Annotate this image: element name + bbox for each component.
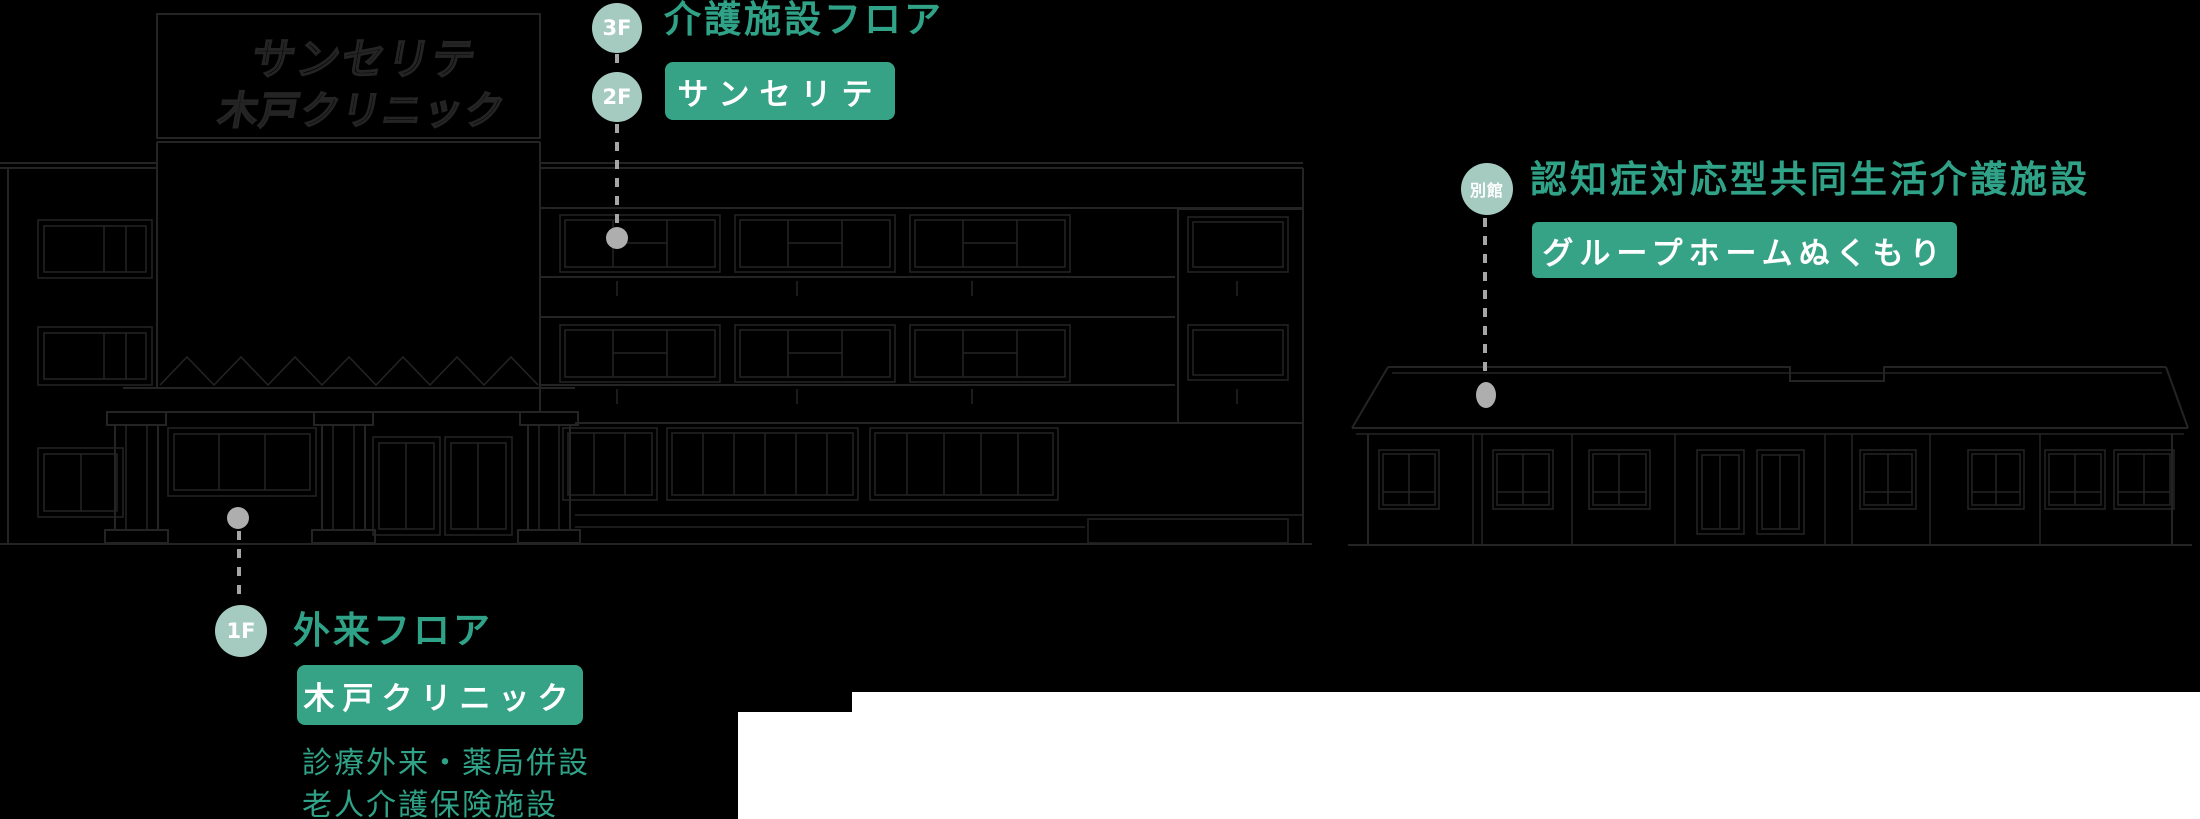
floor-badge-1f-label: 1F: [226, 619, 256, 643]
floor-badge-2f-label: 2F: [602, 85, 632, 109]
sign-text-line2: 木戸クリニック: [215, 89, 510, 134]
care-facility-badge-label: サンセリテ: [677, 76, 883, 113]
outpatient-note-1: 診療外来・薬局併設: [302, 746, 590, 781]
second-floor-windows: [559, 324, 1071, 383]
annex-facility-badge-label: グループホームぬくもり: [1542, 235, 1947, 272]
outpatient-facility-badge: 木戸クリニック: [297, 665, 583, 725]
third-floor-windows: [559, 214, 1071, 273]
care-floor-title: 介護施設フロア: [664, 0, 944, 41]
connector-care-floor: [606, 54, 628, 249]
connector-outpatient: [227, 507, 249, 601]
entrance-glazing: [167, 427, 513, 536]
entrance-canopy: [110, 355, 575, 413]
floor-badge-3f-label: 3F: [602, 16, 632, 40]
annex-building-drawing: [1348, 366, 2192, 546]
entrance-columns: [104, 411, 581, 544]
connector-dot-annex: [1476, 382, 1496, 408]
outpatient-facility-badge-label: 木戸クリニック: [303, 680, 577, 717]
left-wing-windows: [37, 219, 153, 518]
annex-windows: [1378, 449, 2175, 535]
annex-title: 認知症対応型共同生活介護施設: [1530, 158, 2090, 201]
care-facility-badge: サンセリテ: [665, 62, 895, 120]
main-building-drawing: サンセリテ 木戸クリニック: [0, 13, 1312, 545]
outpatient-note-2: 老人介護保険施設: [302, 788, 558, 819]
annex-facility-badge: グループホームぬくもり: [1532, 222, 1957, 278]
rooftop-sign: サンセリテ 木戸クリニック: [156, 13, 541, 412]
right-end-block: [1177, 208, 1304, 424]
floor-badge-2f: 2F: [592, 72, 642, 122]
first-floor-windows: [562, 427, 1059, 501]
floor-badge-annex: 別館: [1461, 163, 1513, 215]
connector-dot-1f: [227, 507, 249, 529]
connector-dot-2f: [606, 227, 628, 249]
outpatient-title: 外来フロア: [293, 609, 493, 652]
floor-badge-annex-label: 別館: [1469, 181, 1504, 200]
floor-badge-1f: 1F: [215, 605, 267, 657]
floor-badge-3f: 3F: [592, 3, 642, 53]
connector-annex: [1476, 218, 1496, 408]
white-background-area: [738, 692, 2200, 819]
sign-text-line1: サンセリテ: [248, 35, 482, 85]
